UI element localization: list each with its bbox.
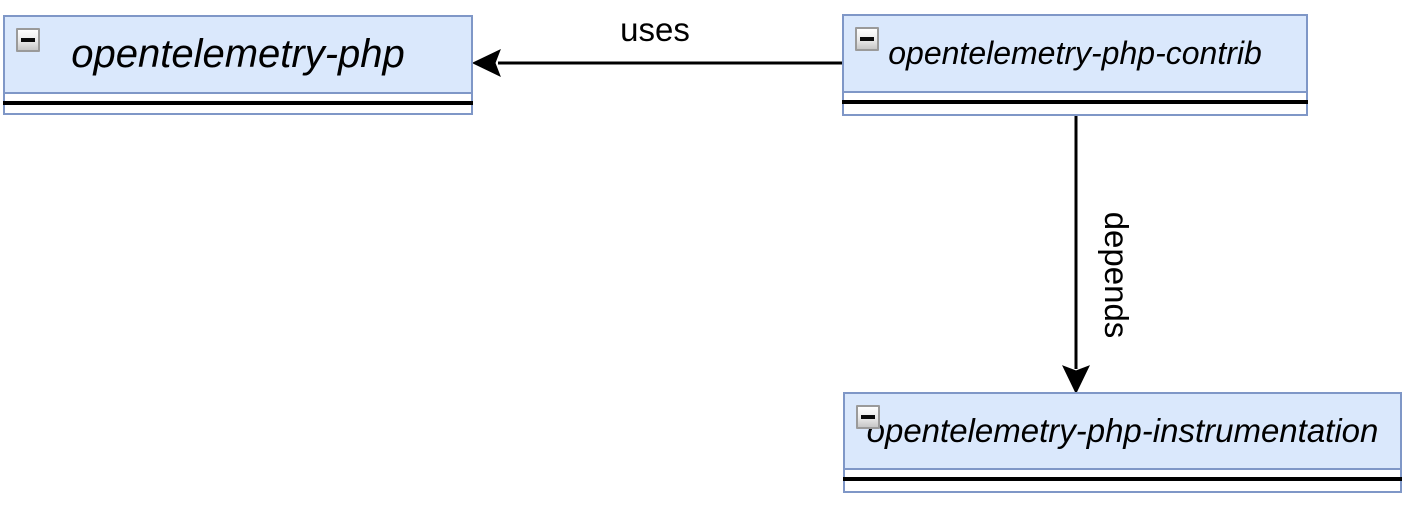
node-body-compartment [3,94,473,111]
arrowhead-down-icon [1062,365,1090,395]
node-opentelemetry-php-instrumentation[interactable]: opentelemetry-php-instrumentation [843,392,1402,493]
node-title-compartment: opentelemetry-php-instrumentation [845,394,1400,470]
node-label: opentelemetry-php-contrib [888,35,1262,71]
node-label: opentelemetry-php [71,32,405,76]
compartment-divider-line [842,100,1308,104]
collapse-button[interactable] [855,27,879,51]
minus-icon [861,415,875,419]
arrowhead-left-icon [471,49,501,77]
compartment-divider-line [3,101,473,105]
node-opentelemetry-php-contrib[interactable]: opentelemetry-php-contrib [842,14,1308,116]
minus-icon [21,38,35,42]
node-title-compartment: opentelemetry-php [5,17,471,94]
collapse-button[interactable] [16,28,40,52]
node-title-compartment: opentelemetry-php-contrib [844,16,1306,93]
node-label: opentelemetry-php-instrumentation [866,412,1379,449]
node-body-compartment [842,93,1308,112]
node-body-compartment [843,470,1402,489]
node-opentelemetry-php[interactable]: opentelemetry-php [3,15,473,115]
minus-icon [860,37,874,41]
edge-uses [471,49,842,77]
edge-depends [1062,116,1090,395]
collapse-button[interactable] [856,405,880,429]
edge-label-uses: uses [620,11,690,48]
edge-label-depends: depends [1098,211,1135,339]
compartment-divider-line [843,477,1402,481]
